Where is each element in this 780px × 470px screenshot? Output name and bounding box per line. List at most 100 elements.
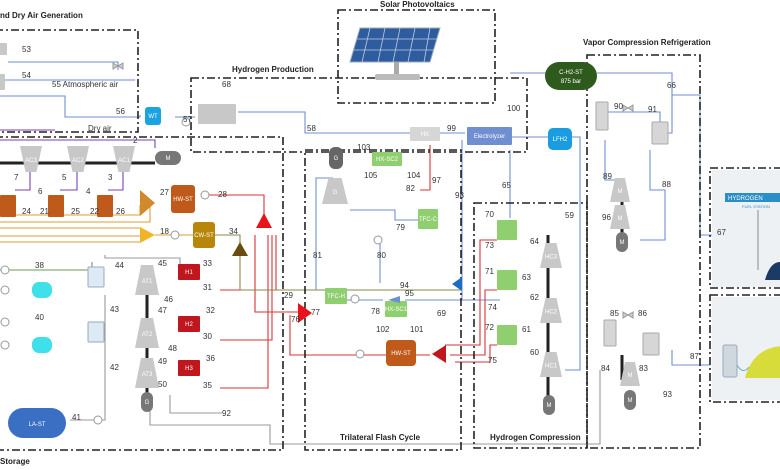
right-panel-box-1: [709, 167, 780, 289]
stream-label: 42: [110, 363, 119, 372]
stream-line: [208, 194, 265, 215]
h2-compressor-3: HC3: [540, 243, 562, 268]
stream-line: [445, 239, 497, 346]
stream-label: 76: [291, 315, 300, 324]
stream-label: 29: [284, 291, 293, 300]
tfc-generator-label: G: [334, 156, 339, 162]
electrolyzer: Electrolyzer: [467, 127, 512, 145]
stream-line: [289, 315, 430, 356]
expansion-valve-icon: [112, 62, 124, 70]
stream-line: [315, 177, 333, 290]
stream-label: 43: [110, 305, 119, 314]
fueling-sub-text: FUEL STATION: [742, 204, 770, 209]
reheater-1-label: H1: [185, 270, 193, 276]
stream-line: [0, 262, 93, 271]
stream-label: 92: [222, 409, 231, 418]
reheater-2: H2: [178, 316, 200, 332]
water-splitter: [452, 277, 462, 291]
ev-charging-panel: [712, 297, 780, 400]
stream-line: [420, 145, 431, 191]
stream-label: 100: [507, 104, 521, 113]
stream-label: 90: [614, 102, 623, 111]
air-compressor-1-label: AC1: [118, 158, 130, 164]
stream-label: 74: [488, 303, 497, 312]
stream-label: 62: [530, 293, 539, 302]
reheater-2-label: H2: [185, 322, 193, 328]
cm-tank: [32, 282, 52, 298]
stream-label: 40: [35, 313, 44, 322]
stream-label: 84: [601, 364, 610, 373]
stream-label: 28: [218, 190, 227, 199]
stream-label: 22: [90, 207, 99, 216]
stream-label: 72: [485, 323, 494, 332]
stream-label: 4: [86, 187, 91, 196]
h2-compressor-1: HC1: [540, 352, 562, 377]
stream-label: 21: [40, 207, 49, 216]
vcr-motor-2: M: [624, 390, 636, 410]
water-tank: WT: [145, 107, 161, 125]
lfh2-tank-label: LFH2: [553, 137, 568, 143]
water-tank-label: WT: [148, 114, 158, 120]
section-trilateral-flash-cycle-box: [304, 149, 462, 451]
water-mixer: [388, 296, 400, 303]
stream-label: 60: [530, 348, 539, 357]
vcr-condenser-1: [595, 101, 609, 131]
tfc-hot-water-storage: HW-ST: [386, 340, 416, 366]
hx-sc1-label: HX-SC1: [385, 307, 408, 313]
stream-line: [671, 350, 710, 366]
h2-compressor-motor: M: [543, 395, 555, 415]
stream-line: [640, 150, 666, 241]
stream-label: 95: [405, 289, 414, 298]
tfc-condenser: TFC-C: [418, 209, 438, 229]
cold-splitter: [232, 242, 248, 256]
air-compressor-motor: M: [155, 151, 181, 165]
reheater-1: H1: [178, 264, 200, 280]
stream-label: 86: [638, 309, 647, 318]
section-trilateral-flash-cycle-title: Trilateral Flash Cycle: [340, 433, 421, 442]
hx-preheater: HX: [410, 127, 440, 141]
intercooler-1: [97, 195, 113, 217]
air-compressor-2: AC2: [67, 146, 89, 172]
stream-label: 18: [160, 227, 169, 236]
stream-label: 101: [410, 325, 424, 334]
stream-line: [0, 139, 156, 148]
stream-label: 36: [206, 354, 215, 363]
stream-label: 98: [455, 191, 464, 200]
air-hx-1: [87, 266, 105, 288]
fueling-station-panel: HYDROGEN FUEL STATION: [712, 170, 780, 287]
section-vapor-compression-refrigeration-title: Vapor Compression Refrigeration: [583, 38, 711, 47]
tfc-heater: TFC-H: [325, 288, 347, 304]
stream-line: [70, 295, 106, 421]
pump-icon: [0, 340, 10, 350]
section-solar-photovoltaics-box: [337, 9, 496, 104]
vcr-compressor-1: M: [610, 205, 630, 229]
pump-icon: [0, 317, 10, 327]
pump-icon: [181, 117, 191, 127]
vcr-condenser-2: [603, 319, 617, 347]
oil-mixer: [140, 190, 155, 216]
stream-label: 68: [222, 80, 231, 89]
hx-preheater-label: HX: [421, 132, 429, 138]
tfc-hot-water-storage-label: HW-ST: [391, 351, 411, 357]
air-turbine-generator: G: [141, 392, 153, 412]
reheater-3: H3: [178, 360, 200, 376]
stream-label: 78: [371, 307, 380, 316]
stream-label: 33: [203, 259, 212, 268]
vcr-evaporator-1: [651, 121, 669, 145]
section-solar-photovoltaics-title: Solar Photovoltaics: [380, 0, 455, 9]
stream-label: 70: [485, 210, 494, 219]
stream-label: 3: [108, 173, 113, 182]
vcr-evaporator-2: [642, 332, 660, 356]
stream-label: 99: [447, 124, 456, 133]
stream-label: 105: [364, 171, 378, 180]
stream-label: 53: [22, 45, 31, 54]
air-turbine-2: AT2: [135, 318, 159, 348]
vcr-compressor-3-label: M: [628, 373, 633, 379]
air-turbine-generator-label: G: [145, 400, 150, 406]
stream-line: [220, 235, 269, 389]
stream-label: 30: [203, 332, 212, 341]
pump-icon: [0, 285, 10, 295]
stream-label: 57: [183, 115, 192, 124]
air-dryer-unit: [0, 74, 5, 90]
